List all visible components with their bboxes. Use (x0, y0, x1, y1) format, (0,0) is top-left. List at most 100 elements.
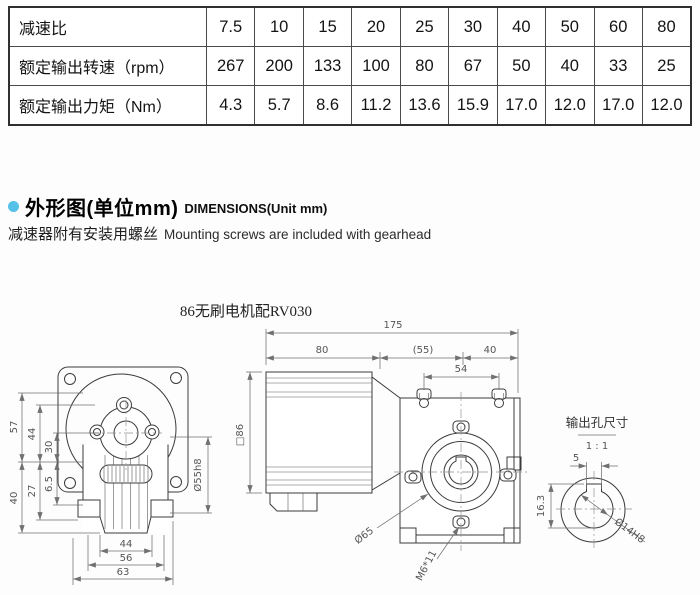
adapter (371, 376, 401, 491)
section-heading: 外形图(单位mm) DIMENSIONS(Unit mm) (8, 192, 327, 221)
bore-with-keyway (574, 483, 614, 529)
dimension-drawing: 86无刷电机配RV030 (9, 303, 647, 585)
front-view (57, 366, 189, 534)
cell: 200 (254, 46, 304, 86)
body-mask (83, 445, 168, 533)
cell: 15 (302, 6, 353, 47)
bolt-pad (404, 470, 422, 484)
table-row: 减速比 7.5 10 15 20 25 30 40 50 60 80 (8, 6, 692, 47)
flange-hole (170, 476, 182, 488)
cell: 100 (351, 46, 401, 86)
cell: 30 (448, 6, 498, 47)
dim-label: M6*11 (414, 549, 439, 583)
dim-label: 40 (9, 492, 20, 505)
cell: 13.6 (399, 85, 450, 126)
section-note: 减速器附有安装用螺丝 Mounting screws are included … (8, 223, 431, 244)
cell: 4.3 (205, 85, 256, 126)
flange-hole (170, 372, 182, 384)
note-en: Mounting screws are included with gearhe… (164, 227, 432, 242)
dim-label: 16.3 (536, 495, 547, 517)
cell: 80 (399, 46, 450, 86)
cell: 50 (545, 6, 595, 47)
side-view (265, 371, 527, 551)
centerlines (556, 471, 632, 548)
lug-slot (419, 393, 429, 400)
dim-label: 6.5 (44, 476, 55, 492)
spec-table: 减速比 7.5 10 15 20 25 30 40 50 60 80 额定输出转… (8, 6, 692, 126)
dim-label: (55) (413, 345, 434, 356)
cooling-fins (104, 455, 148, 529)
cell: 50 (496, 46, 547, 86)
dim-label: 40 (484, 345, 497, 356)
flange-hole (64, 477, 76, 489)
motor-lamination-lines (266, 377, 372, 486)
row-label: 额定输出转速（rpm） (8, 46, 207, 86)
dim-label: Ø55h8 (192, 458, 204, 491)
dim-label: 57 (9, 421, 20, 434)
dim-label: □86 (235, 424, 246, 446)
connector-box (269, 492, 318, 512)
dim-label: 5 (573, 453, 579, 464)
row-label: 减速比 (8, 6, 207, 47)
output-hole-detail: 输出孔尺寸 1 : 1 16.3 5 Ø14H8 (536, 415, 647, 548)
cell: 12.0 (641, 85, 692, 126)
connector-dividers (287, 493, 304, 511)
dim-label: 80 (316, 345, 329, 356)
dim-label: 27 (27, 485, 38, 498)
section-title-en: DIMENSIONS(Unit mm) (184, 201, 328, 216)
dim-label: 54 (455, 364, 468, 375)
dim-label: 63 (117, 567, 130, 578)
cell: 67 (448, 46, 498, 86)
dim-label: Ø65 (352, 525, 376, 547)
cell: 12.0 (545, 85, 595, 126)
motor-body (265, 371, 373, 494)
cell: 80 (641, 6, 692, 47)
cell: 25 (399, 6, 450, 47)
cell: 5.7 (254, 85, 304, 126)
eye-hole (116, 397, 132, 413)
bolt-hole (408, 472, 418, 482)
output-bore-keyway (448, 456, 474, 485)
dim-label: 56 (120, 553, 133, 564)
cell: 25 (641, 46, 692, 86)
worm-boss-hatch (103, 466, 149, 482)
side-hole-inner (148, 428, 156, 436)
mount-lug (491, 388, 507, 400)
lug-hole (494, 398, 504, 408)
cell: 33 (593, 46, 643, 86)
cell: 133 (302, 46, 353, 86)
mount-lug (416, 388, 432, 400)
eye-hole-inner (119, 400, 129, 410)
bolt-hole (503, 470, 513, 480)
note-zh: 减速器附有安装用螺丝 (8, 226, 159, 243)
side-hole-inner (93, 428, 101, 436)
dim-label: 30 (44, 441, 55, 454)
housing-outline (77, 444, 174, 534)
cell: 11.2 (351, 85, 401, 126)
cell: 15.9 (448, 85, 498, 126)
detail-scale: 1 : 1 (586, 441, 608, 452)
lug-slot (494, 393, 504, 400)
flange-hole (64, 373, 76, 385)
bullet-icon (8, 201, 19, 212)
cell: 17.0 (593, 85, 643, 126)
front-view-dimensions: 57 44 30 40 27 6.5 44 56 63 Ø55h8 (9, 392, 212, 585)
table-row: 额定输出力矩（Nm） 4.3 5.7 8.6 11.2 13.6 15.9 17… (8, 85, 692, 126)
row-label: 额定输出力矩（Nm） (8, 85, 207, 126)
dim-label: 44 (120, 539, 133, 550)
shaft-outer-circle (560, 477, 626, 543)
cell: 8.6 (302, 85, 353, 126)
table-row: 额定输出转速（rpm） 267 200 133 100 80 67 50 40 … (8, 46, 692, 86)
cell: 7.5 (205, 6, 256, 47)
cell: 60 (593, 6, 643, 47)
cell: 40 (496, 6, 547, 47)
cell: 10 (254, 6, 304, 47)
cell: 17.0 (496, 85, 547, 126)
centerlines (90, 400, 162, 470)
section-title-zh: 外形图(单位mm) (25, 198, 179, 220)
side-hole (89, 424, 105, 440)
drawing-title: 86无刷电机配RV030 (180, 303, 312, 320)
side-hole (144, 424, 160, 440)
cell: 267 (205, 46, 256, 86)
cell: 20 (351, 6, 401, 47)
